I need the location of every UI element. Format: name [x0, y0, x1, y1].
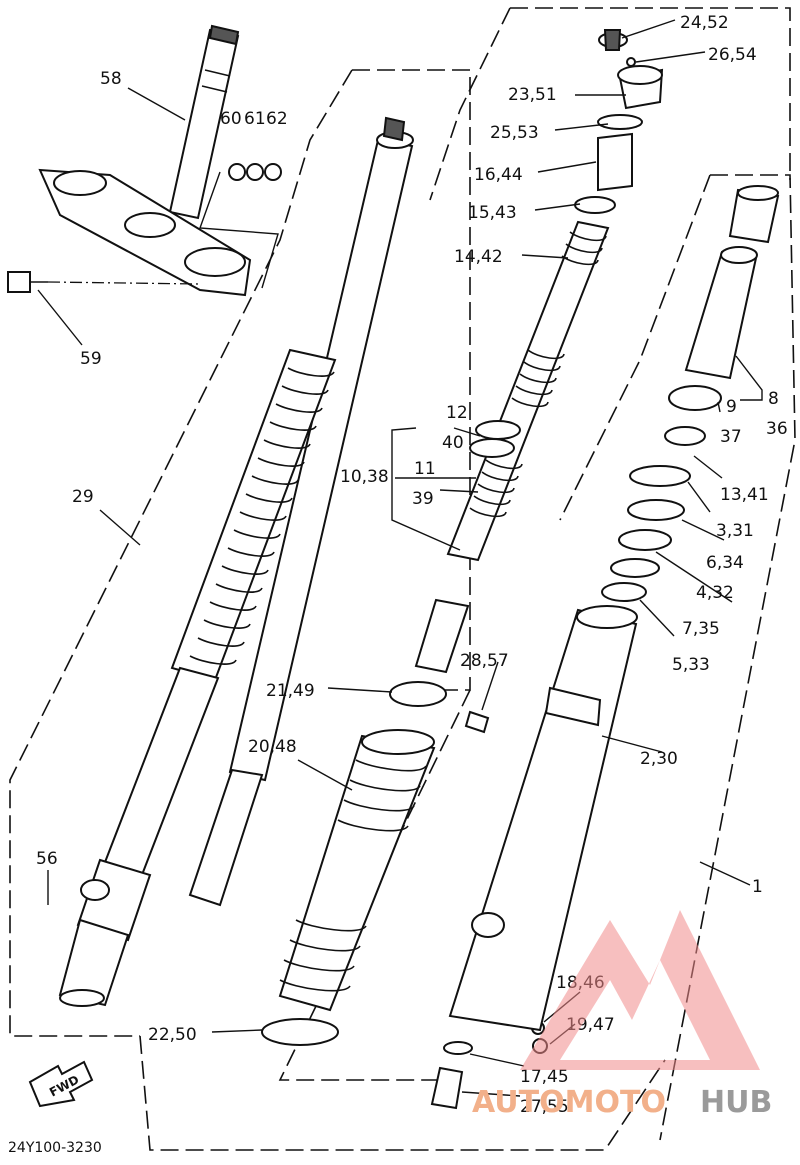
label-17-45: 17,45: [520, 1067, 569, 1087]
label-25-53: 25,53: [490, 123, 539, 143]
label-21-49: 21,49: [266, 681, 315, 701]
label-3-31: 3,31: [716, 521, 754, 541]
label-61: 61: [244, 109, 266, 129]
label-10-38: 10,38: [340, 467, 389, 487]
label-20-48: 20,48: [248, 737, 297, 757]
label-14-42: 14,42: [454, 247, 503, 267]
leader-lines: [37, 19, 763, 1097]
watermark-text-b: HUB: [700, 1085, 772, 1120]
label-1: 1: [752, 877, 763, 897]
label-16-44: 16,44: [474, 165, 523, 185]
label-37: 37: [720, 427, 742, 447]
label-24-52: 24,52: [680, 13, 729, 33]
left-fork-tube-assembly: [58, 116, 414, 1007]
label-4-32: 4,32: [696, 583, 734, 603]
drawing-code: 24Y100-3230: [8, 1140, 102, 1156]
label-59: 59: [80, 349, 102, 369]
label-9: 9: [726, 397, 737, 417]
label-40: 40: [442, 433, 464, 453]
label-60: 60: [220, 109, 242, 129]
forward-arrow: FWD: [28, 1060, 94, 1108]
steering-stem-assembly: [7, 24, 282, 297]
label-36: 36: [766, 419, 788, 439]
label-23-51: 23,51: [508, 85, 557, 105]
label-2-30: 2,30: [640, 749, 678, 769]
label-6-34: 6,34: [706, 553, 744, 573]
label-8: 8: [768, 389, 779, 409]
watermark-logo-icon: [520, 910, 760, 1070]
label-12: 12: [446, 403, 468, 423]
label-58: 58: [100, 69, 122, 89]
label-28-57: 28,57: [460, 651, 509, 671]
label-22-50: 22,50: [148, 1025, 197, 1045]
fork-spring: [446, 220, 610, 562]
label-13-41: 13,41: [720, 485, 769, 505]
right-fork-slider-assembly: [448, 185, 780, 1032]
label-7-35: 7,35: [682, 619, 720, 639]
watermark-text-a: AUTOMOTO: [472, 1085, 666, 1120]
label-15-43: 15,43: [468, 203, 517, 223]
damper-internals: [261, 29, 664, 1110]
label-11: 11: [414, 459, 436, 479]
fork-boot-20: [278, 729, 436, 1012]
fork-boot-29: [170, 348, 337, 682]
label-26-54: 26,54: [708, 45, 757, 65]
label-56: 56: [36, 849, 58, 869]
label-29: 29: [72, 487, 94, 507]
label-5-33: 5,33: [672, 655, 710, 675]
label-62: 62: [266, 109, 288, 129]
label-27-55: 27,55: [520, 1097, 569, 1117]
watermark: AUTOMOTO HUB: [472, 910, 772, 1120]
label-39: 39: [412, 489, 434, 509]
